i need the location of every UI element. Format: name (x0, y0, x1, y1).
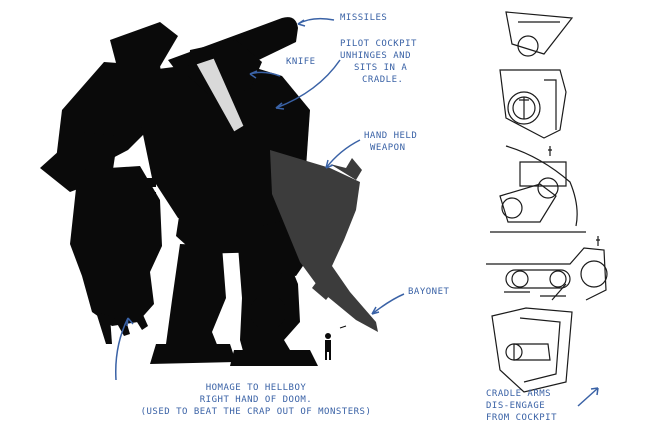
label-pilot-cockpit: PILOT COCKPIT UNHINGES AND SITS IN A CRA… (340, 39, 417, 85)
cockpit-sketch-2 (490, 145, 586, 233)
cockpit-sketch-4 (491, 283, 573, 393)
annotation-arrows (115, 17, 599, 407)
label-missiles: MISSILES (340, 13, 388, 23)
cockpit-sketch-3 (486, 236, 608, 301)
knife-blade (195, 57, 245, 133)
cockpit-sketch-1 (499, 11, 574, 139)
label-bayonet: BAYONET (408, 287, 450, 297)
hand-held-weapon (270, 150, 378, 332)
human-scale-figure (325, 325, 347, 360)
doom-arm (70, 166, 162, 326)
label-homage: HOMAGE TO HELLBOY RIGHT HAND OF DOOM. (U… (140, 383, 372, 417)
label-hand-held-weapon: HAND HELD WEAPON (364, 131, 418, 153)
mech-silhouette (40, 17, 318, 366)
label-knife: KNIFE (286, 57, 316, 67)
label-cradle-arms: CRADLE ARMS DIS-ENGAGE FROM COCKPIT (486, 389, 558, 423)
